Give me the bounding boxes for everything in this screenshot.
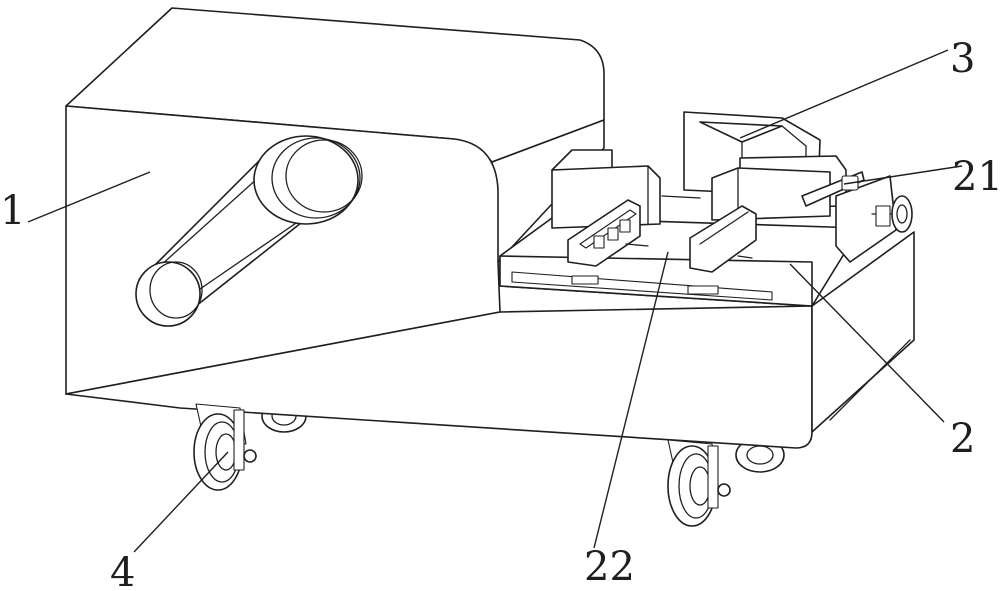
front-wheel-right (668, 440, 730, 526)
callout-22: 22 (584, 544, 635, 590)
callout-21: 21 (952, 154, 1000, 200)
callout-2: 2 (950, 416, 975, 462)
front-wheel-left (194, 404, 256, 490)
callout-3: 3 (950, 36, 975, 82)
leader-3 (740, 50, 948, 138)
callout-1: 1 (0, 188, 25, 234)
workbench-deck (500, 218, 860, 306)
leader-4 (134, 452, 228, 552)
callout-4: 4 (110, 550, 135, 591)
